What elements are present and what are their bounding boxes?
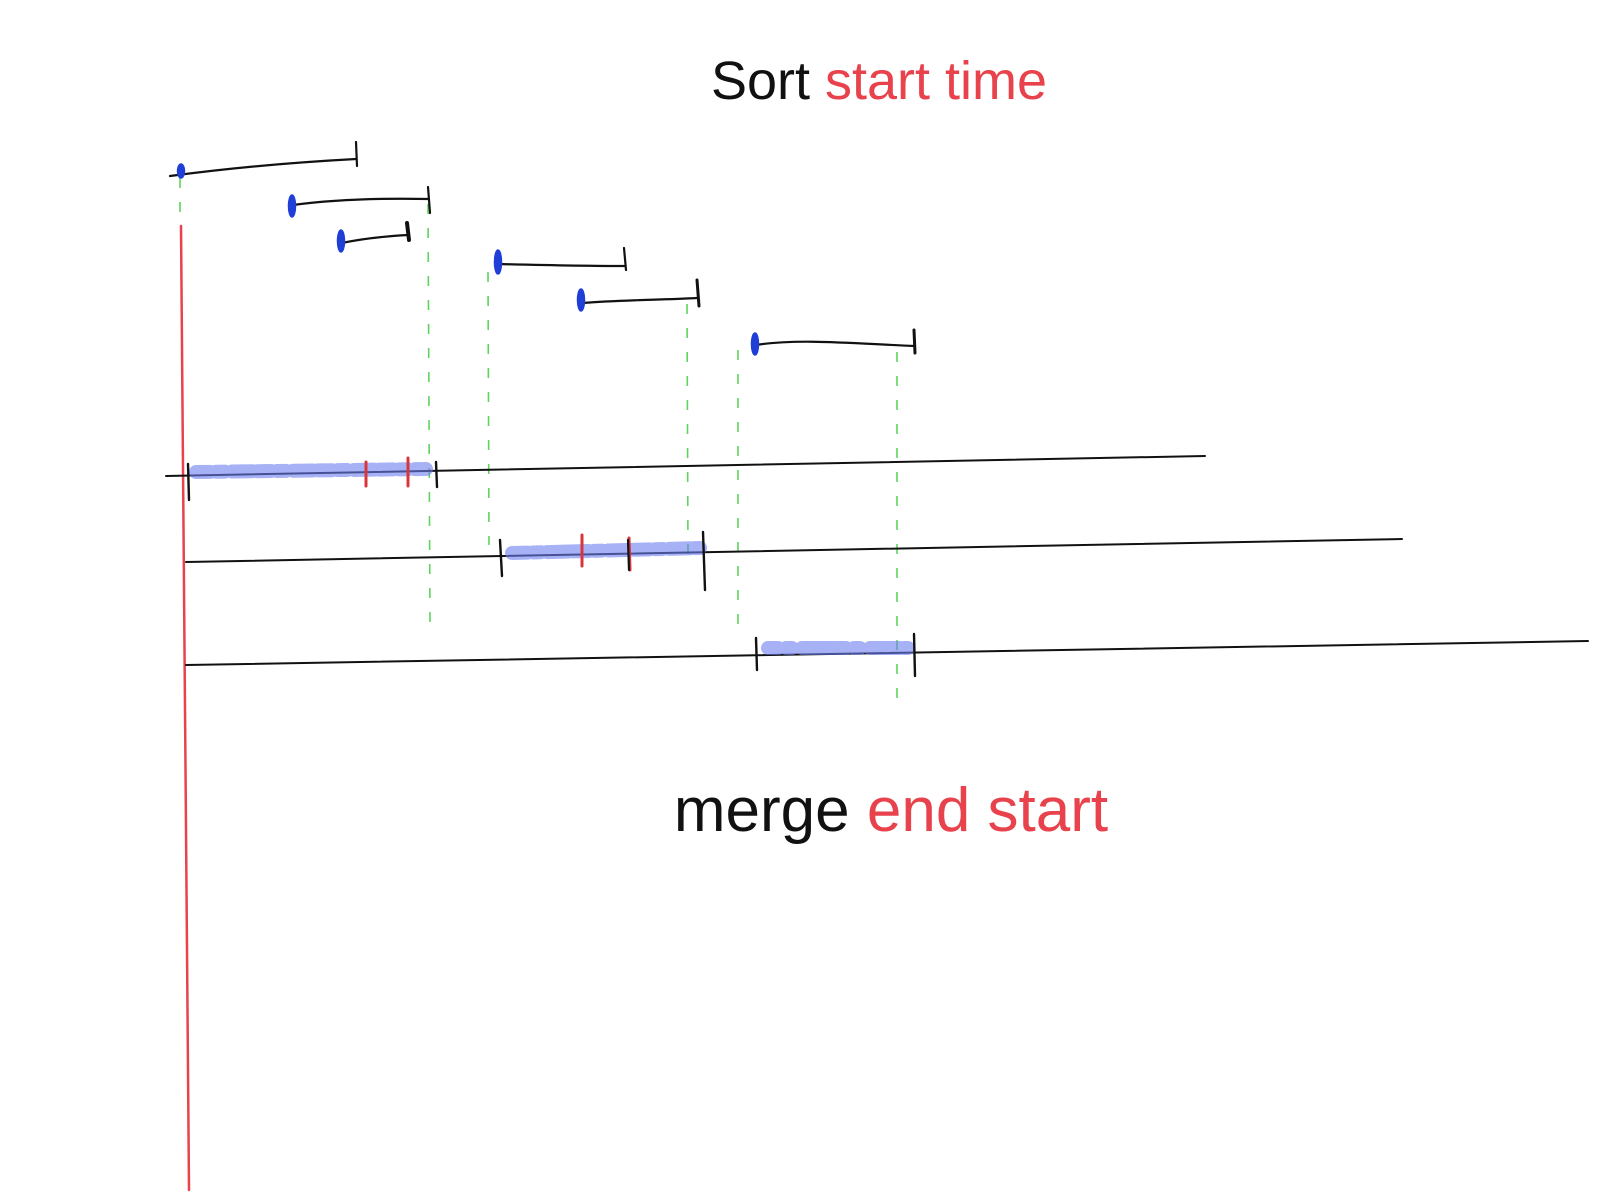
top-caption: Sort start time bbox=[0, 54, 1600, 108]
merged-row-3-start-tick bbox=[754, 636, 759, 672]
guide-line-end-2 bbox=[686, 303, 689, 556]
interval-2-end-tick bbox=[426, 185, 432, 215]
interval-6-end-tick bbox=[912, 328, 917, 355]
merged-row-3-end-tick bbox=[912, 632, 917, 678]
interval-1-end-tick bbox=[354, 140, 359, 168]
sorted-intervals bbox=[168, 140, 917, 356]
merged-row-2-start-tick bbox=[498, 538, 504, 578]
merged-row-1-start-tick bbox=[186, 462, 191, 502]
interval-2 bbox=[287, 185, 432, 218]
interval-5 bbox=[576, 278, 701, 312]
interval-3-start-marker bbox=[336, 229, 346, 253]
interval-6-start-marker bbox=[750, 332, 760, 356]
merged-row-3 bbox=[185, 632, 1589, 678]
bottom-caption-word: merge bbox=[673, 776, 850, 845]
merged-row-2-end-tick bbox=[701, 530, 707, 592]
interval-4 bbox=[493, 246, 628, 275]
merged-rows bbox=[165, 455, 1589, 678]
interval-4-end-tick bbox=[622, 246, 628, 272]
top-caption-word: Sort bbox=[710, 51, 810, 111]
top-caption-highlight: start time bbox=[825, 51, 1048, 111]
interval-2-line bbox=[291, 197, 431, 207]
merged-row-2 bbox=[185, 530, 1403, 592]
interval-4-start-marker bbox=[493, 249, 503, 275]
interval-5-line bbox=[581, 296, 699, 305]
merged-row-1 bbox=[165, 455, 1206, 502]
bottom-caption: merge end start bbox=[0, 780, 1600, 842]
interval-1-start-marker bbox=[176, 163, 186, 179]
interval-1-line bbox=[168, 157, 358, 178]
interval-3-end-tick bbox=[405, 221, 411, 242]
bottom-caption-highlight: end start bbox=[866, 776, 1109, 845]
interval-1 bbox=[168, 140, 359, 179]
interval-5-start-marker bbox=[576, 288, 586, 312]
interval-3 bbox=[336, 221, 411, 253]
interval-3-line bbox=[340, 233, 410, 245]
interval-6 bbox=[750, 328, 917, 356]
merged-row-2-inner-tick bbox=[626, 538, 631, 572]
merged-row-1-fill bbox=[189, 462, 433, 479]
guide-lines bbox=[179, 178, 898, 700]
interval-4-line bbox=[496, 262, 627, 268]
interval-2-start-marker bbox=[287, 194, 297, 218]
start-reference-line bbox=[179, 224, 191, 1192]
merged-row-1-end-tick bbox=[434, 460, 439, 489]
interval-6-line bbox=[754, 340, 917, 348]
guide-line-end-1 bbox=[427, 203, 431, 626]
guide-line-start-2 bbox=[487, 271, 490, 546]
merged-row-2-fill bbox=[505, 541, 707, 560]
interval-5-end-tick bbox=[695, 278, 701, 308]
merged-row-2-axis bbox=[185, 538, 1403, 563]
